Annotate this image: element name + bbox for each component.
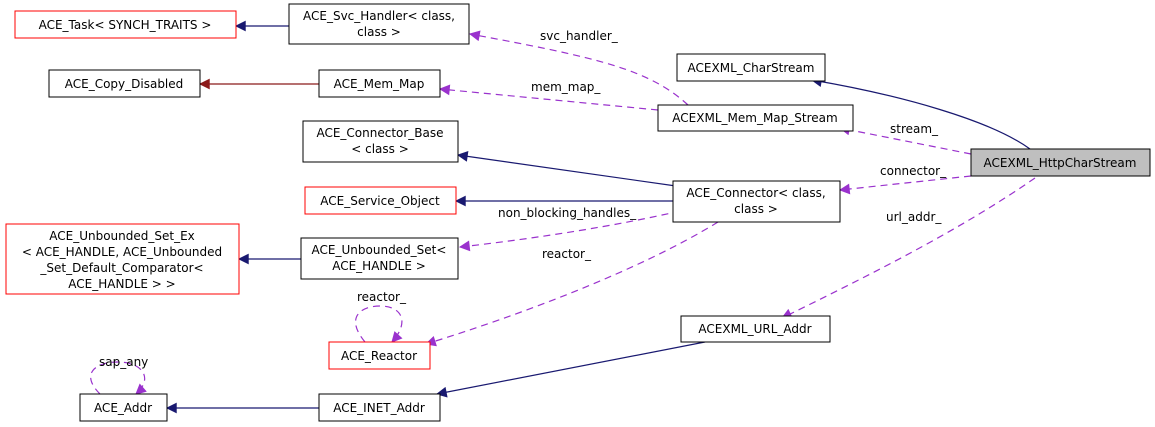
node-ace-unbounded-set-ex-label-4: ACE_HANDLE > > (68, 277, 175, 291)
node-ace-reactor[interactable]: ACE_Reactor (328, 341, 431, 370)
edge-labels: svc_handler_ mem_map_ stream_ connector_… (99, 29, 947, 369)
node-ace-unbounded-set-ex-label-1: ACE_Unbounded_Set_Ex (49, 229, 195, 243)
edge-label-sap-any: sap_any (99, 355, 148, 369)
node-ace-svc-handler[interactable]: ACE_Svc_Handler< class, class > (288, 3, 470, 45)
node-ace-unbounded-set-label-2: ACE_HANDLE > (332, 259, 426, 273)
node-acexml-httpcharstream[interactable]: ACEXML_HttpCharStream (970, 148, 1151, 177)
edge-label-stream: stream_ (890, 122, 939, 136)
node-ace-task[interactable]: ACE_Task< SYNCH_TRAITS > (14, 10, 237, 39)
edge-label-reactor-conn: reactor_ (542, 247, 592, 261)
edge-label-mem-map: mem_map_ (531, 80, 601, 94)
node-ace-connector-base-label-1: ACE_Connector_Base (316, 126, 443, 140)
node-acexml-httpcharstream-label: ACEXML_HttpCharStream (984, 156, 1137, 170)
node-ace-unbounded-set-ex-label-2: < ACE_HANDLE, ACE_Unbounded (22, 245, 222, 259)
node-acexml-url-addr[interactable]: ACEXML_URL_Addr (680, 315, 831, 343)
node-ace-copy-disabled-label: ACE_Copy_Disabled (65, 77, 184, 91)
node-ace-svc-handler-label-2: class > (357, 25, 401, 39)
node-ace-inet-addr[interactable]: ACE_INET_Addr (318, 393, 441, 422)
node-ace-reactor-label: ACE_Reactor (341, 349, 417, 363)
edge-stream-usage (838, 124, 972, 155)
node-ace-copy-disabled[interactable]: ACE_Copy_Disabled (48, 69, 201, 98)
edge-httpcharstream-inherits-charstream (810, 76, 1031, 150)
edge-label-url-addr: url_addr_ (886, 210, 942, 224)
edge-label-connector: connector_ (880, 164, 947, 178)
edge-svc-handler-usage (468, 30, 689, 106)
node-ace-inet-addr-label: ACE_INET_Addr (333, 401, 425, 415)
edge-connector-inherits-connector-base (456, 151, 677, 187)
nodes: ACE_Task< SYNCH_TRAITS > ACE_Svc_Handler… (5, 3, 1151, 422)
edge-label-reactor-self: reactor_ (357, 290, 407, 304)
edge-non-blocking-handles-usage (458, 210, 681, 252)
node-ace-unbounded-set-label-1: ACE_Unbounded_Set< (312, 243, 447, 257)
node-ace-svc-handler-label-1: ACE_Svc_Handler< class, (303, 9, 455, 23)
node-ace-service-object-label: ACE_Service_Object (320, 194, 440, 208)
edge-url-addr-inherits-inet-addr (435, 341, 706, 398)
edges (90, 20, 1036, 414)
node-ace-connector-label-1: ACE_Connector< class, (686, 186, 825, 200)
node-ace-addr[interactable]: ACE_Addr (79, 393, 168, 422)
node-ace-unbounded-set[interactable]: ACE_Unbounded_Set< ACE_HANDLE > (300, 237, 459, 280)
edge-label-non-blocking-handles: non_blocking_handles_ (498, 206, 637, 220)
node-ace-connector-base[interactable]: ACE_Connector_Base < class > (302, 120, 459, 163)
node-acexml-mem-map-stream-label: ACEXML_Mem_Map_Stream (672, 111, 837, 125)
node-ace-service-object[interactable]: ACE_Service_Object (304, 186, 457, 215)
edge-addr-self-usage (90, 361, 147, 395)
node-ace-task-label: ACE_Task< SYNCH_TRAITS > (39, 18, 212, 32)
node-acexml-url-addr-label: ACEXML_URL_Addr (698, 322, 811, 336)
node-ace-unbounded-set-ex-label-3: _Set_Default_Comparator< (39, 261, 203, 275)
node-ace-addr-label: ACE_Addr (94, 401, 152, 415)
node-ace-unbounded-set-ex[interactable]: ACE_Unbounded_Set_Ex < ACE_HANDLE, ACE_U… (5, 223, 240, 295)
edge-reactor-usage (424, 221, 719, 347)
node-ace-connector-label-2: class > (734, 202, 778, 216)
edge-connector-usage (838, 175, 972, 195)
node-ace-connector[interactable]: ACE_Connector< class, class > (672, 180, 841, 223)
edge-mem-map-usage (438, 84, 659, 111)
edge-label-svc-handler: svc_handler_ (540, 29, 619, 43)
edge-reactor-self-usage (354, 305, 403, 343)
node-ace-mem-map[interactable]: ACE_Mem_Map (318, 69, 441, 98)
node-acexml-charstream[interactable]: ACEXML_CharStream (676, 53, 826, 82)
node-acexml-mem-map-stream[interactable]: ACEXML_Mem_Map_Stream (657, 104, 854, 132)
node-acexml-charstream-label: ACEXML_CharStream (688, 61, 815, 75)
node-ace-connector-base-label-2: < class > (351, 142, 409, 156)
node-ace-mem-map-label: ACE_Mem_Map (334, 77, 425, 91)
